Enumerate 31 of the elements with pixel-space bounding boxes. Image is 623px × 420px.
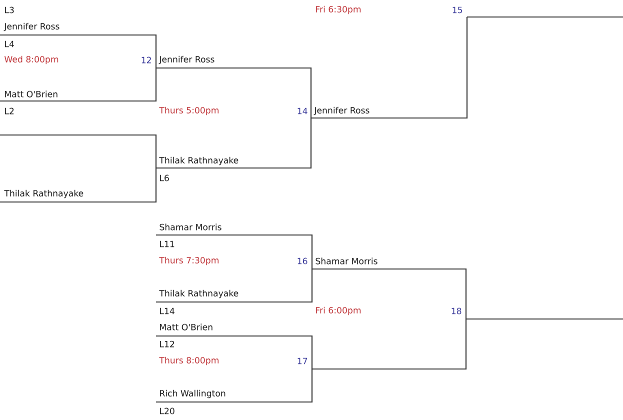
player-name: L12 <box>160 340 174 348</box>
game-time: Thurs 8:00pm <box>159 356 218 366</box>
player-name: Jennifer Ross <box>4 22 60 32</box>
game-number: 15 <box>452 6 462 14</box>
player-name: L4 <box>5 40 14 48</box>
player-name: Matt O'Brien <box>5 90 58 98</box>
player-name: Matt O'Brien <box>160 324 212 330</box>
game-time: Fri 6:30pm <box>316 6 361 14</box>
game-number: 18 <box>452 308 462 314</box>
game-time: Wed 8:00pm <box>4 56 58 64</box>
player-name: Thilak Rathnayake <box>159 290 238 298</box>
player-name: L20 <box>160 408 174 414</box>
player-name: Jennifer Ross <box>158 56 214 64</box>
player-name: L6 <box>160 174 169 182</box>
player-name: Rich Wallington <box>160 390 226 398</box>
player-name: Thilak Rathnayake <box>159 156 238 166</box>
game-time: Thurs 5:00pm <box>159 106 218 116</box>
player-name: Shamar Morris <box>160 224 222 230</box>
game-time: Fri 6:00pm <box>316 306 361 316</box>
game-time: Thurs 7:30pm <box>159 256 218 266</box>
player-name: L3 <box>5 6 14 14</box>
player-name: Thilak Rathnayake <box>4 190 84 198</box>
player-name: L2 <box>5 108 14 114</box>
player-name: L14 <box>160 308 174 314</box>
player-name: Jennifer Ross <box>314 106 370 116</box>
game-number: 12 <box>142 56 151 64</box>
player-name: L11 <box>160 240 174 248</box>
player-name: Shamar Morris <box>316 258 378 264</box>
game-number: 17 <box>298 358 308 364</box>
game-number: 14 <box>298 108 308 114</box>
game-number: 16 <box>298 258 308 264</box>
